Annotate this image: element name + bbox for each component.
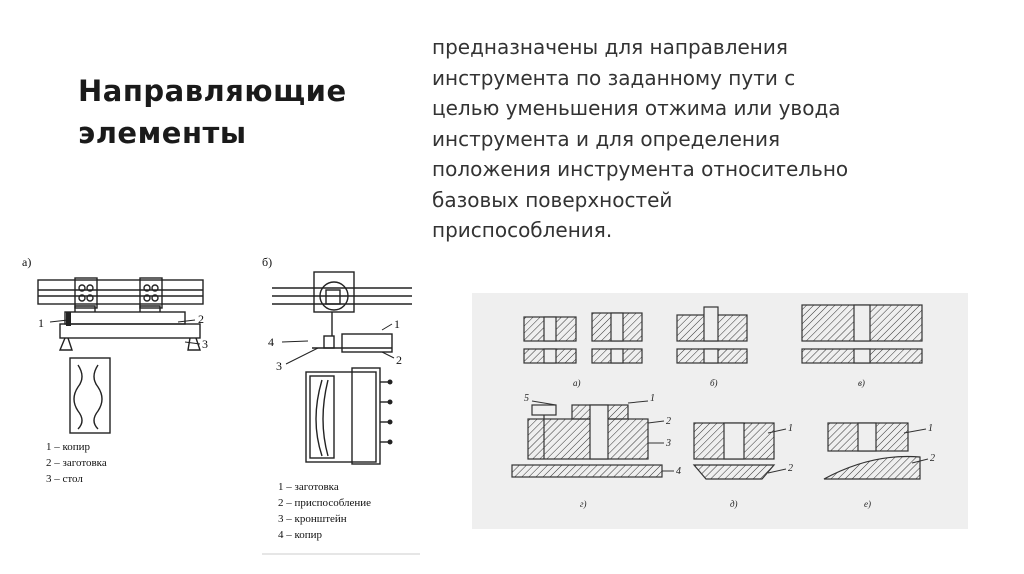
panel-tag: г) — [580, 499, 587, 509]
callout-1: 1 — [788, 423, 793, 434]
figure-b-tag: б) — [262, 255, 272, 269]
callout-5: 5 — [524, 393, 529, 404]
callout-4: 4 — [676, 466, 681, 477]
description-text: предназначены для направления инструмент… — [432, 32, 952, 246]
callout-1: 1 — [38, 316, 44, 330]
callout-3: 3 — [665, 438, 671, 449]
description-line: базовых поверхностей — [432, 187, 673, 212]
description-line: инструмента по заданному пути с — [432, 65, 796, 90]
callout-2: 2 — [930, 453, 935, 464]
callout-2: 2 — [666, 416, 671, 427]
slide-title-line-1: Направляющие — [78, 74, 347, 108]
panel-tag: в) — [858, 378, 865, 388]
callout-4: 4 — [268, 335, 274, 349]
callout-2: 2 — [788, 463, 793, 474]
legend-item: 3 – стол — [46, 473, 83, 485]
slide-title-line-2: элементы — [78, 116, 247, 150]
description-line: положения инструмента относительно — [432, 157, 849, 181]
figure-a-tag: а) — [22, 255, 31, 269]
figure-a-copier-diagram: а) 1 2 3 1 – копир 2 – заготовка 3 – сто… — [22, 255, 208, 485]
callout-3: 3 — [202, 337, 208, 351]
callout-1: 1 — [650, 393, 655, 404]
panel-tag: д) — [730, 499, 738, 509]
description-line: приспособления. — [432, 218, 613, 242]
callout-1: 1 — [394, 317, 400, 331]
callout-1: 1 — [928, 423, 933, 434]
legend-item: 1 – заготовка — [278, 481, 339, 493]
legend-item: 3 – кронштейн — [278, 513, 347, 525]
slide-title: Направляющие элементы — [78, 70, 408, 154]
legend-item: 2 – приспособление — [278, 497, 371, 509]
callout-2: 2 — [198, 312, 204, 326]
figure-c-bushings-diagram: а) б) в) г) д) е) 5 1 2 3 4 1 2 1 2 — [472, 293, 968, 529]
description-line: предназначены для направления — [432, 35, 788, 59]
legend-item: 4 – копир — [278, 529, 323, 541]
callout-3: 3 — [276, 359, 282, 373]
legend-item: 1 – копир — [46, 441, 91, 453]
description-line: инструмента и для определения — [432, 126, 780, 151]
panel-tag: а) — [573, 378, 581, 388]
legend-item: 2 – заготовка — [46, 457, 107, 469]
callout-2: 2 — [396, 353, 402, 367]
figure-b-fixture-diagram: б) 1 2 3 4 1 – заготовка 2 – приспособле… — [262, 255, 420, 555]
description-line: целью уменьшения отжима или увода — [432, 96, 841, 120]
panel-tag: е) — [864, 499, 871, 509]
panel-tag: б) — [710, 378, 718, 388]
